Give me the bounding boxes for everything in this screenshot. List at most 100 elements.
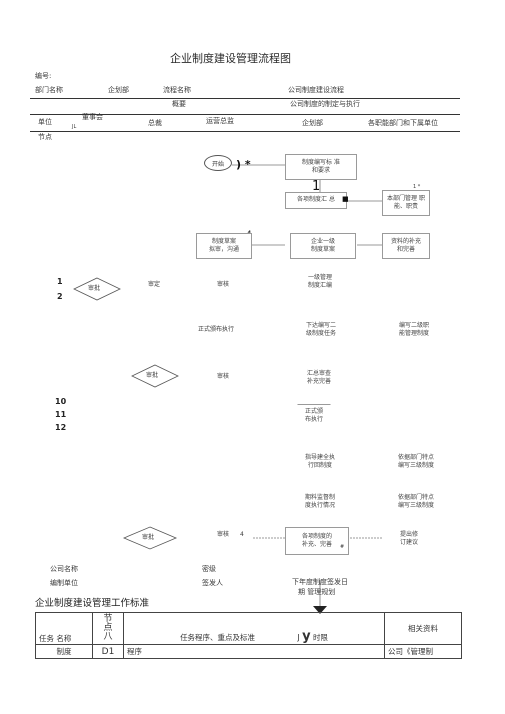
box-improve-line1: 各项制度的	[301, 532, 332, 540]
header-procedure-cell: 任务程序、重点及标准 J y 时限	[123, 612, 385, 645]
standard-table-header: 任务 名称 节 点 八 任务程序、重点及标准 J y 时限 相关资料	[35, 612, 462, 645]
column-planning: 企划部	[302, 119, 323, 127]
row1-ref: 公司《管理制	[384, 644, 462, 659]
review-coo-3: 审核	[217, 531, 230, 538]
box-assign-level2: 下达编写二 级制度任务	[292, 318, 350, 342]
box-level1-line1: 一级管理	[307, 273, 332, 281]
start-label: 开始	[211, 160, 224, 168]
column-depts: 各职能部门和下属单位	[368, 119, 438, 127]
header-task: 任务	[39, 634, 54, 643]
box-write-level3: 依据部门特点 编写三级制度	[387, 450, 445, 474]
box-assign-level2-line1: 下达编写二	[305, 321, 336, 329]
box-write-level3b-line1: 依据部门特点	[397, 493, 434, 501]
header-time: 时限	[312, 633, 328, 642]
box-suggest: 提出修 订建议	[386, 527, 432, 551]
node-number-11: 11	[55, 410, 67, 419]
box-summary-line1: 企业一级	[310, 237, 335, 245]
marker-1: 1	[312, 179, 321, 194]
header-node-bottom: 八	[103, 632, 113, 642]
start-star-mark: ) *	[236, 158, 251, 171]
box-collect-line: 各项制度汇 总	[297, 196, 335, 204]
box-suggest-line2: 订建议	[399, 539, 418, 546]
box-supplement-line1: 资料的补充	[390, 237, 421, 245]
box-supplement: 资料的补充 和完善	[382, 233, 430, 259]
start-node: 开始	[204, 155, 232, 171]
box-draft-line2: 拟审，沟通	[208, 246, 239, 253]
table-row: 制度 D1 程序 公司《管理制	[35, 644, 462, 659]
box-requirements: 制度编写标 准 和要求	[285, 154, 357, 180]
standard-table: 任务 名称 节 点 八 任务程序、重点及标准 J y 时限 相关资料 制度 D1…	[35, 612, 462, 659]
marker-hash: #	[340, 544, 345, 550]
review-coo-1: 审核	[217, 281, 230, 288]
node-number-12: 12	[55, 423, 67, 432]
box-issue-line2: 布执行	[304, 416, 323, 423]
review-ceo-1: 审定	[148, 281, 161, 288]
box-draft-line1: 制度草案	[211, 237, 236, 245]
header-rule-3	[30, 131, 460, 132]
page-title: 企业制度建设管理流程图	[170, 52, 291, 65]
box-dept-duties-line2: 能、职责	[393, 203, 418, 210]
column-node-label: 节点	[38, 133, 52, 141]
approve-label-3: 审批	[142, 534, 155, 541]
box-issue-line1: 正式颁	[304, 407, 323, 415]
footer-compiler-label: 编制单位	[50, 579, 78, 587]
summary-label: 概要	[172, 100, 186, 108]
footer-plan-line1: 下年度制度签发日	[292, 578, 348, 586]
box-dept-duties: 本部门管理 职 能、职责	[382, 190, 430, 216]
box-supplement-line2: 和完善	[396, 246, 415, 253]
box-write-level3b: 依据部门特点 编写三级制度	[387, 490, 445, 514]
box-requirements-line2: 和要求	[311, 167, 330, 174]
box-improve-line2: 补充、完善	[301, 541, 332, 548]
process-name-label: 流程名称	[163, 86, 191, 94]
header-j: J	[297, 633, 300, 642]
box-write-level3-line1: 依据部门特点	[397, 453, 434, 461]
box-review-complete-line1: 汇总审查	[306, 369, 331, 377]
review-coo-2: 审核	[217, 373, 230, 380]
box-monitor-line2: 度执行情况	[304, 502, 335, 509]
box-monitor: 期料监督制 度执行情况	[290, 490, 350, 514]
box-write-level3b-line2: 编写三级制度	[397, 502, 434, 509]
box-guide-line2: 行回制度	[307, 462, 332, 469]
box-write-level2-line1: 编写二级职	[398, 321, 429, 329]
box-assign-level2-line2: 级制度任务	[305, 330, 336, 337]
header-node-top: 节	[103, 614, 113, 624]
header-name: 名称	[56, 634, 72, 643]
box-monitor-line1: 期料监督制	[304, 493, 335, 501]
box-collect: 各项制度汇 总	[285, 192, 347, 209]
box-level1-line2: 制度汇编	[307, 282, 332, 289]
box-write-level2: 编写二级职 能管理制度	[388, 318, 440, 342]
approve-label-1: 审批	[88, 285, 101, 292]
column-board-mark: JL	[72, 124, 77, 130]
box-review-complete: 汇总审查 补充完善	[293, 366, 345, 390]
header-ref: 相关资料	[408, 624, 438, 633]
box-write-level3-line2: 编写三级制度	[397, 462, 434, 469]
node-number-10: 10	[55, 397, 67, 406]
box-review-complete-line2: 补充完善	[306, 378, 331, 385]
box-dept-duties-line1: 本部门管理 职	[387, 194, 425, 202]
summary-value: 公司制度的制定与执行	[290, 100, 360, 108]
node-number-1: 1	[57, 277, 63, 286]
code-label: 编号:	[35, 72, 52, 80]
approve-label-2: 审批	[146, 372, 159, 379]
box-suggest-line1: 提出修	[399, 530, 418, 538]
header-ref-cell: 相关资料	[384, 612, 462, 645]
marker-small: 1 *	[413, 184, 421, 190]
header-rule-1	[30, 98, 460, 99]
column-ceo: 总裁	[148, 119, 162, 127]
row1-task: 制度	[35, 644, 93, 659]
marker-4b: 4	[240, 531, 244, 538]
footer-company-label: 公司名称	[50, 565, 78, 573]
column-coo: 运营总监	[206, 117, 234, 125]
box-draft: 制度草案 拟审，沟通	[196, 233, 252, 259]
box-write-level2-line2: 能管理制度	[398, 330, 429, 337]
box-guide: 指导建全执 行回制度	[290, 450, 350, 474]
footer-signer-label: 签发人	[202, 579, 223, 587]
node-number-2: 2	[57, 292, 63, 301]
box-summary-line2: 制度草案	[310, 246, 335, 253]
box-improve: 各项制度的 补充、完善	[285, 527, 349, 555]
